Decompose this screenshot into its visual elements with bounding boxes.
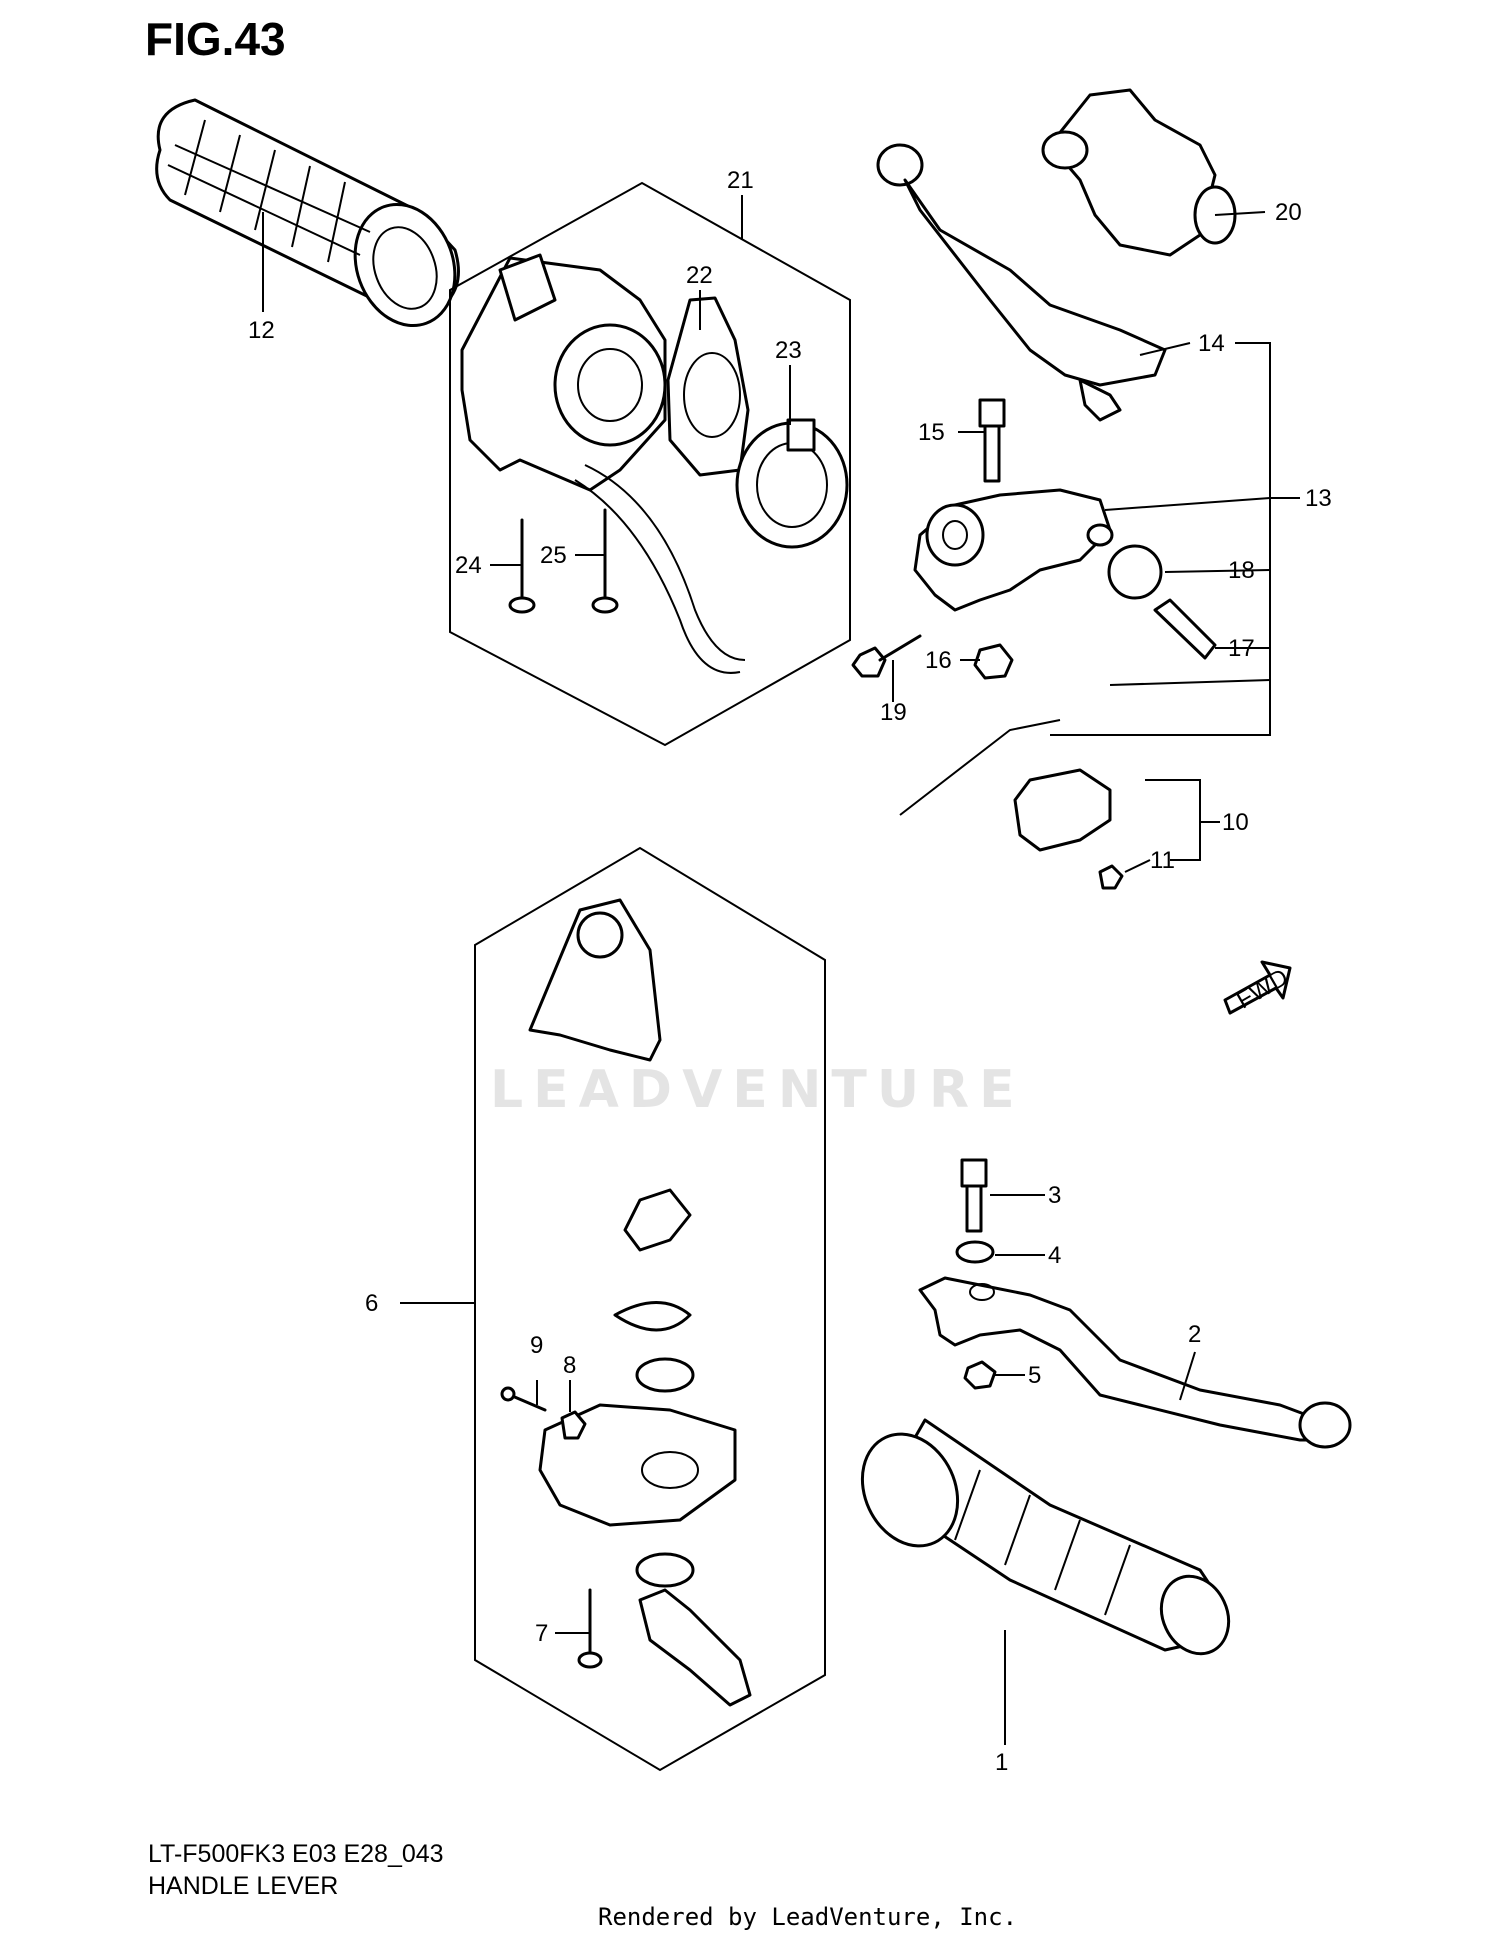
callout-labels: 1 2 3 4 5 6 7 8 9 10 11 12 13 14 15 16 1… — [248, 167, 1332, 1776]
callout-3: 3 — [1048, 1182, 1061, 1209]
callout-24: 24 — [455, 552, 482, 579]
callout-11: 11 — [1150, 847, 1175, 874]
callout-13: 13 — [1305, 485, 1332, 512]
screw-7[interactable] — [577, 1588, 603, 1669]
switch-assembly-outline — [449, 181, 851, 747]
nut-8[interactable] — [560, 1410, 587, 1440]
callout-21: 21 — [727, 167, 754, 194]
callout-9: 9 — [530, 1332, 543, 1359]
callout-15: 15 — [918, 419, 945, 446]
callout-2: 2 — [1188, 1321, 1201, 1348]
callout-8: 8 — [563, 1352, 576, 1379]
switch-knob[interactable] — [666, 296, 750, 477]
throttle-case-outline — [474, 846, 826, 1772]
leader-lines — [262, 195, 1300, 1745]
callout-22: 22 — [686, 262, 713, 289]
lock-lever[interactable] — [1041, 88, 1237, 257]
screw-25[interactable] — [591, 508, 619, 614]
callout-10: 10 — [1222, 809, 1249, 836]
switch-10[interactable] — [899, 719, 1112, 852]
screw-9[interactable] — [500, 1386, 547, 1412]
model-code: LT-F500FK3 E03 E28_043 — [148, 1840, 444, 1868]
fwd-label: FWD — [1232, 964, 1293, 1015]
callout-19: 19 — [880, 699, 907, 726]
screw-24[interactable] — [508, 518, 536, 614]
fwd-arrow-icon — [1223, 960, 1292, 1015]
washer-4[interactable] — [955, 1240, 995, 1264]
callout-7: 7 — [535, 1620, 548, 1647]
callout-12: 12 — [248, 317, 275, 344]
bolt-3[interactable] — [960, 1158, 988, 1233]
adjuster-nut-18[interactable] — [1107, 544, 1163, 600]
nut-16[interactable] — [973, 643, 1014, 680]
throttle-case[interactable] — [528, 898, 752, 1707]
lever-14[interactable] — [876, 143, 1167, 422]
left-grip[interactable] — [155, 98, 472, 340]
brake-lever[interactable] — [918, 1276, 1352, 1449]
callout-6: 6 — [365, 1290, 378, 1317]
callout-14: 14 — [1198, 330, 1225, 357]
lever-holder[interactable] — [913, 488, 1114, 612]
figure-caption: HANDLE LEVER — [148, 1872, 339, 1900]
callout-20: 20 — [1275, 199, 1302, 226]
adjuster-17[interactable] — [1153, 598, 1217, 660]
callout-17: 17 — [1228, 635, 1255, 662]
callout-5: 5 — [1028, 1362, 1041, 1389]
callout-1: 1 — [995, 1749, 1008, 1776]
switch-case[interactable] — [735, 418, 849, 549]
figure-title: FIG.43 — [145, 13, 286, 65]
callout-16: 16 — [925, 647, 952, 674]
bolt-19[interactable] — [851, 634, 922, 678]
callout-23: 23 — [775, 337, 802, 364]
callout-25: 25 — [540, 542, 567, 569]
callout-4: 4 — [1048, 1242, 1061, 1269]
bolt-15[interactable] — [978, 398, 1006, 483]
nut-5[interactable] — [963, 1360, 997, 1390]
watermark: LEADVENTURE — [490, 1060, 1025, 1120]
switch-assembly[interactable] — [460, 253, 746, 674]
rendered-by-credit: Rendered by LeadVenture, Inc. — [598, 1903, 1018, 1931]
callout-18: 18 — [1228, 557, 1255, 584]
right-grip[interactable] — [845, 1418, 1241, 1664]
screw-11[interactable] — [1098, 864, 1124, 890]
